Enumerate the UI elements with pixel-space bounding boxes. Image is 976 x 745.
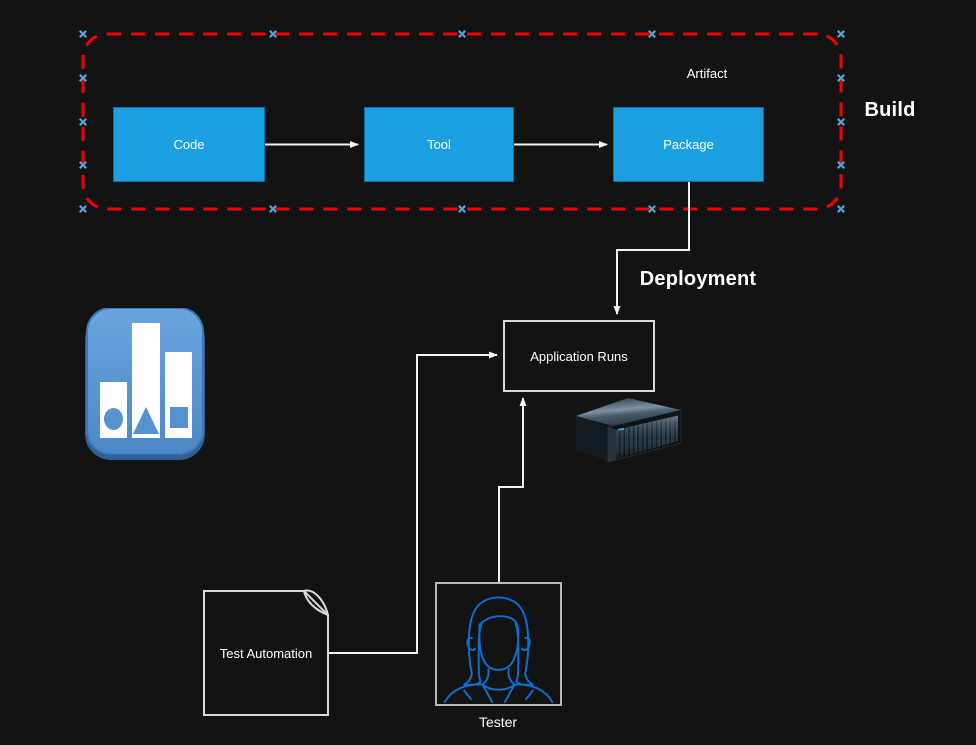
selection-handle[interactable] xyxy=(837,73,846,82)
connector-tester-to-application[interactable] xyxy=(498,397,527,582)
person-outline-icon xyxy=(443,596,554,704)
node-code-label: Code xyxy=(173,137,205,152)
application-runs-label: Application Runs xyxy=(530,348,628,364)
test-automation-label: Test Automation xyxy=(219,645,313,661)
connector-testautomation-to-application[interactable] xyxy=(328,351,498,654)
server-left-face xyxy=(576,416,608,462)
icon-ellipse xyxy=(104,408,123,430)
server-drive-sheen xyxy=(616,415,678,459)
note-fold-outer xyxy=(303,589,329,616)
selection-handle[interactable] xyxy=(268,205,277,214)
bar-chart-app-icon[interactable] xyxy=(85,308,205,460)
node-application-runs[interactable]: Application Runs xyxy=(503,320,655,392)
selection-handle[interactable] xyxy=(79,30,88,39)
server-bezel xyxy=(608,427,616,462)
node-package[interactable]: Package xyxy=(613,107,764,182)
node-tool[interactable]: Tool xyxy=(364,107,514,182)
build-label: Build xyxy=(864,99,916,121)
tester-shape[interactable] xyxy=(435,582,562,706)
selection-handle[interactable] xyxy=(647,30,656,39)
server-top-face xyxy=(576,398,681,430)
icon-triangle xyxy=(133,407,159,434)
selection-handle[interactable] xyxy=(79,73,88,82)
storage-server-icon[interactable] xyxy=(574,395,686,467)
deployment-label: Deployment xyxy=(639,268,757,290)
tester-label: Tester xyxy=(478,714,518,730)
selection-handle[interactable] xyxy=(837,117,846,126)
selection-handle[interactable] xyxy=(837,205,846,214)
icon-square xyxy=(170,407,188,428)
selection-handle[interactable] xyxy=(458,30,467,39)
selection-handle[interactable] xyxy=(79,161,88,170)
note-outline xyxy=(203,590,329,716)
selection-handle[interactable] xyxy=(837,161,846,170)
selection-handle[interactable] xyxy=(647,205,656,214)
selection-handle[interactable] xyxy=(79,205,88,214)
test-automation-shape[interactable] xyxy=(200,587,334,721)
note-fold-inner xyxy=(303,590,329,616)
connector-package-to-application[interactable] xyxy=(613,182,690,315)
selection-handle[interactable] xyxy=(458,205,467,214)
node-code[interactable]: Code xyxy=(113,107,265,182)
selection-handle[interactable] xyxy=(837,30,846,39)
server-led xyxy=(617,428,625,431)
selection-handle[interactable] xyxy=(268,30,277,39)
artifact-label: Artifact xyxy=(686,66,728,81)
node-package-label: Package xyxy=(663,137,714,152)
node-tool-label: Tool xyxy=(427,137,451,152)
selection-handle[interactable] xyxy=(79,117,88,126)
